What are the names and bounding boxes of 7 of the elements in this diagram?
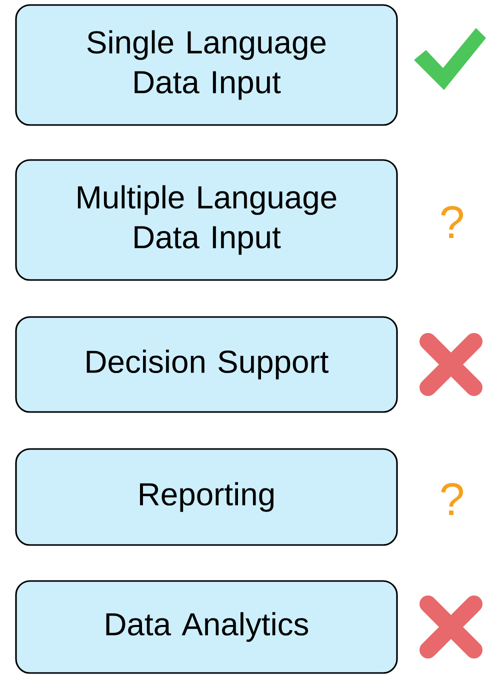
question-mark: ?: [441, 206, 464, 238]
question-mark: ?: [441, 483, 464, 515]
process-box: Decision Support: [15, 316, 398, 413]
process-box: Single Language Data Input: [15, 4, 398, 126]
process-box: Reporting: [15, 448, 398, 546]
process-box: Multiple Language Data Input: [15, 159, 398, 281]
process-box: Data Analytics: [15, 580, 398, 674]
